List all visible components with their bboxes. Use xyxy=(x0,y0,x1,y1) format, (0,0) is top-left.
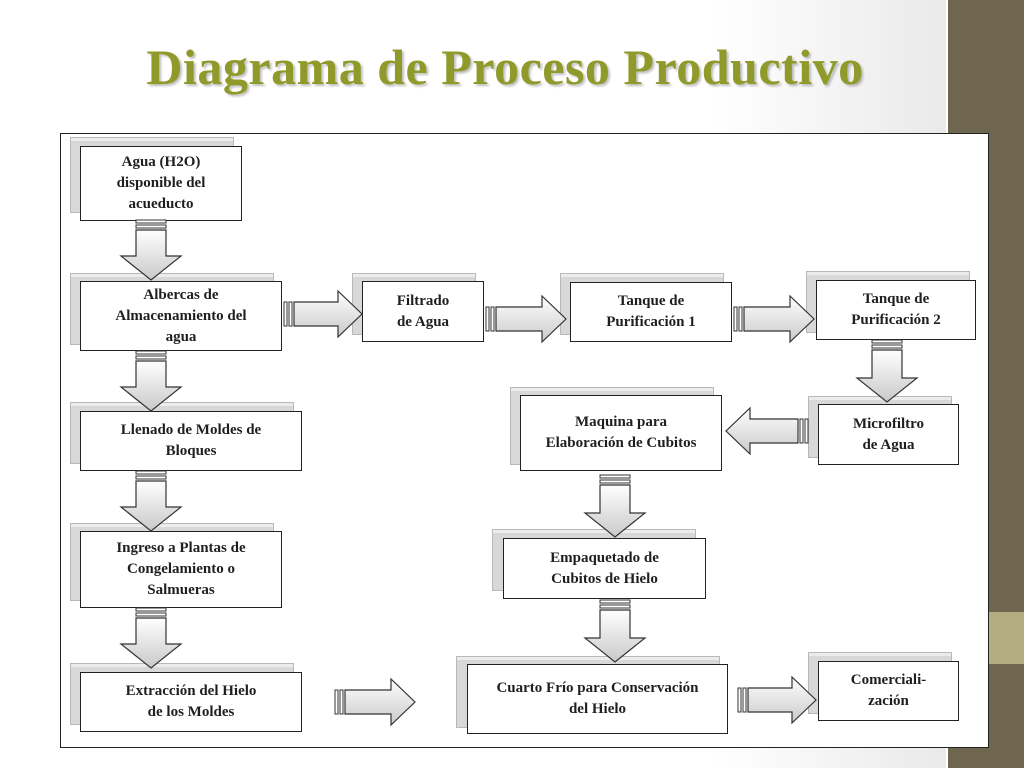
step-empaquetado: Empaquetado de Cubitos de Hielo xyxy=(503,538,706,599)
arrow-down-icon xyxy=(119,350,183,412)
arrow-right-icon xyxy=(733,294,815,344)
side-decoration-accent xyxy=(988,612,1024,664)
arrow-right-icon xyxy=(737,675,817,725)
step-albercas: Albercas de Almacenamiento del agua xyxy=(80,281,282,351)
arrow-right-icon xyxy=(334,677,416,727)
arrow-down-icon xyxy=(583,474,647,538)
step-maquina: Maquina para Elaboración de Cubitos xyxy=(520,395,722,471)
step-llenado: Llenado de Moldes de Bloques xyxy=(80,411,302,471)
step-cuarto-frio: Cuarto Frío para Conservación del Hielo xyxy=(467,664,728,734)
page-title: Diagrama de Proceso Productivo xyxy=(146,39,864,95)
step-extraccion: Extracción del Hielo de los Moldes xyxy=(80,672,302,732)
step-ingreso: Ingreso a Plantas de Congelamiento o Sal… xyxy=(80,531,282,608)
arrow-down-icon xyxy=(119,607,183,669)
arrow-down-icon xyxy=(119,470,183,532)
arrow-left-icon xyxy=(725,406,809,456)
step-microfiltro: Microfiltro de Agua xyxy=(818,404,959,465)
arrow-right-icon xyxy=(485,294,567,344)
arrow-down-icon xyxy=(583,599,647,663)
step-agua: Agua (H2O) disponible del acueducto xyxy=(80,146,242,221)
step-comercializacion: Comerciali- zación xyxy=(818,661,959,721)
step-tanque-1: Tanque de Purificación 1 xyxy=(570,282,732,342)
arrow-down-icon xyxy=(855,339,919,403)
step-tanque-2: Tanque de Purificación 2 xyxy=(816,280,976,340)
arrow-down-icon xyxy=(119,219,183,281)
step-filtrado: Filtrado de Agua xyxy=(362,281,484,342)
arrow-right-icon xyxy=(283,289,363,339)
